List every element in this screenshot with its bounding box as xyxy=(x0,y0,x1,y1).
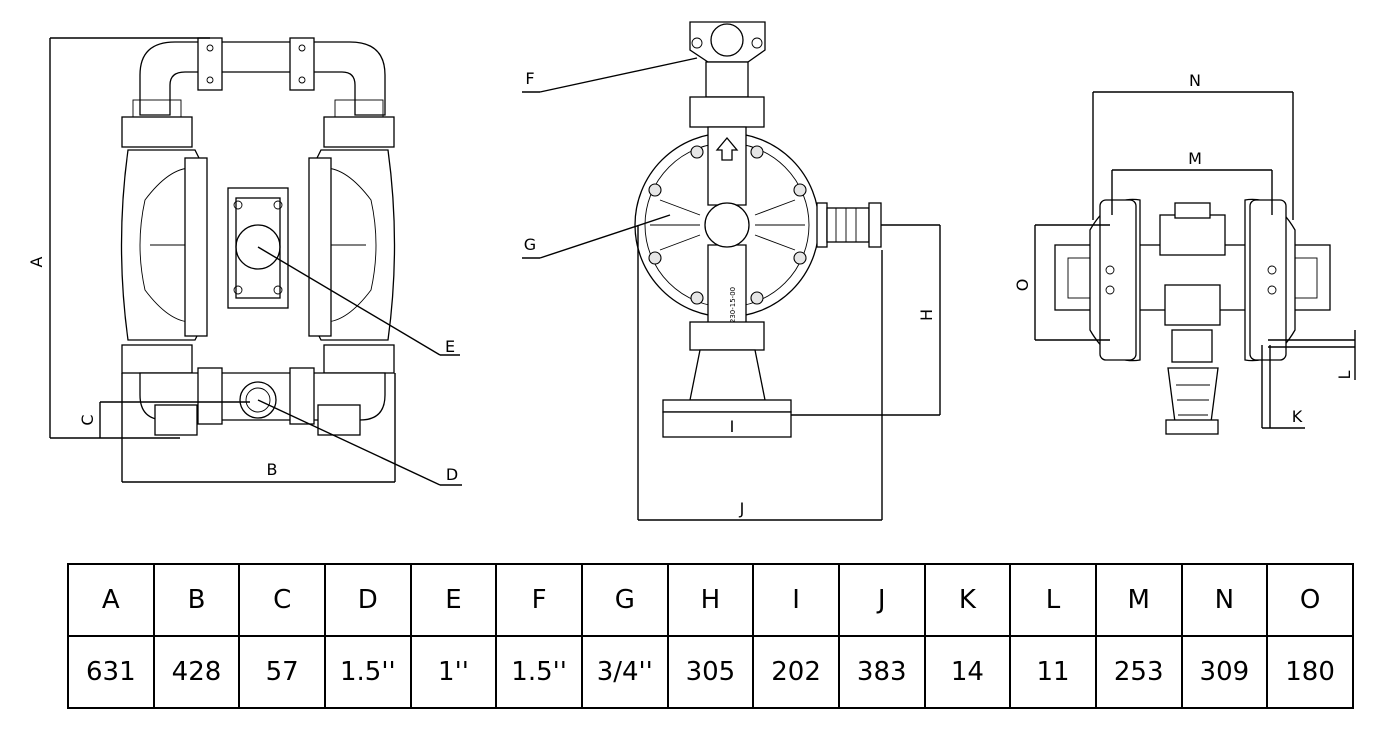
pump-dimension-drawing: A C B E D 230-15-00 xyxy=(27,21,1356,521)
table-header-row: A B C D E F G H I J K L M N O xyxy=(67,563,1354,637)
header-cell: M xyxy=(1094,563,1183,637)
callout-A: A xyxy=(27,256,46,267)
value-cell: 11 xyxy=(1009,635,1097,709)
header-cell: N xyxy=(1180,563,1269,637)
callout-L: L xyxy=(1335,370,1354,379)
side-view: 230-15-00 xyxy=(634,21,882,438)
top-view xyxy=(1054,198,1331,435)
header-cell: I xyxy=(752,563,840,637)
header-cell: C xyxy=(238,563,326,637)
header-cell: B xyxy=(152,563,241,637)
callout-G: G xyxy=(524,235,536,254)
value-cell: 14 xyxy=(923,635,1012,709)
header-cell: J xyxy=(837,563,926,637)
front-view xyxy=(120,37,396,436)
header-cell: E xyxy=(409,563,498,637)
callout-K: K xyxy=(1292,407,1303,426)
callout-H: H xyxy=(917,309,936,321)
value-cell: 305 xyxy=(666,635,755,709)
header-cell: L xyxy=(1009,563,1097,637)
callout-M: M xyxy=(1188,149,1202,168)
pump-marking: 230-15-00 xyxy=(729,287,737,323)
callout-C: C xyxy=(78,414,97,425)
header-cell: O xyxy=(1266,563,1354,637)
value-cell: 631 xyxy=(67,635,155,709)
value-cell: 383 xyxy=(837,635,926,709)
value-cell: 253 xyxy=(1094,635,1183,709)
callout-B: B xyxy=(267,460,278,479)
value-cell: 180 xyxy=(1266,635,1354,709)
value-cell: 1.5'' xyxy=(495,635,583,709)
value-cell: 1.5'' xyxy=(323,635,412,709)
side-view-dimensions xyxy=(522,57,941,521)
header-cell: G xyxy=(580,563,669,637)
callout-N: N xyxy=(1189,71,1201,90)
callout-J: J xyxy=(739,499,745,518)
callout-I: I xyxy=(730,417,735,436)
value-cell: 1'' xyxy=(409,635,498,709)
callout-O: O xyxy=(1013,279,1032,292)
value-cell: 202 xyxy=(752,635,840,709)
value-cell: 428 xyxy=(152,635,241,709)
callout-D: D xyxy=(446,465,458,484)
front-view-dimensions xyxy=(49,37,462,486)
top-view-dimensions xyxy=(1034,91,1356,429)
value-cell: 57 xyxy=(238,635,326,709)
header-cell: D xyxy=(323,563,412,637)
header-cell: K xyxy=(923,563,1012,637)
dimensions-table: A B C D E F G H I J K L M N O 631 428 57… xyxy=(67,563,1354,709)
value-cell: 309 xyxy=(1180,635,1269,709)
callout-E: E xyxy=(445,337,455,356)
header-cell: H xyxy=(666,563,755,637)
table-values-row: 631 428 57 1.5'' 1'' 1.5'' 3/4'' 305 202… xyxy=(67,635,1354,709)
callout-F: F xyxy=(525,69,534,88)
header-cell: A xyxy=(67,563,155,637)
value-cell: 3/4'' xyxy=(580,635,669,709)
header-cell: F xyxy=(495,563,583,637)
